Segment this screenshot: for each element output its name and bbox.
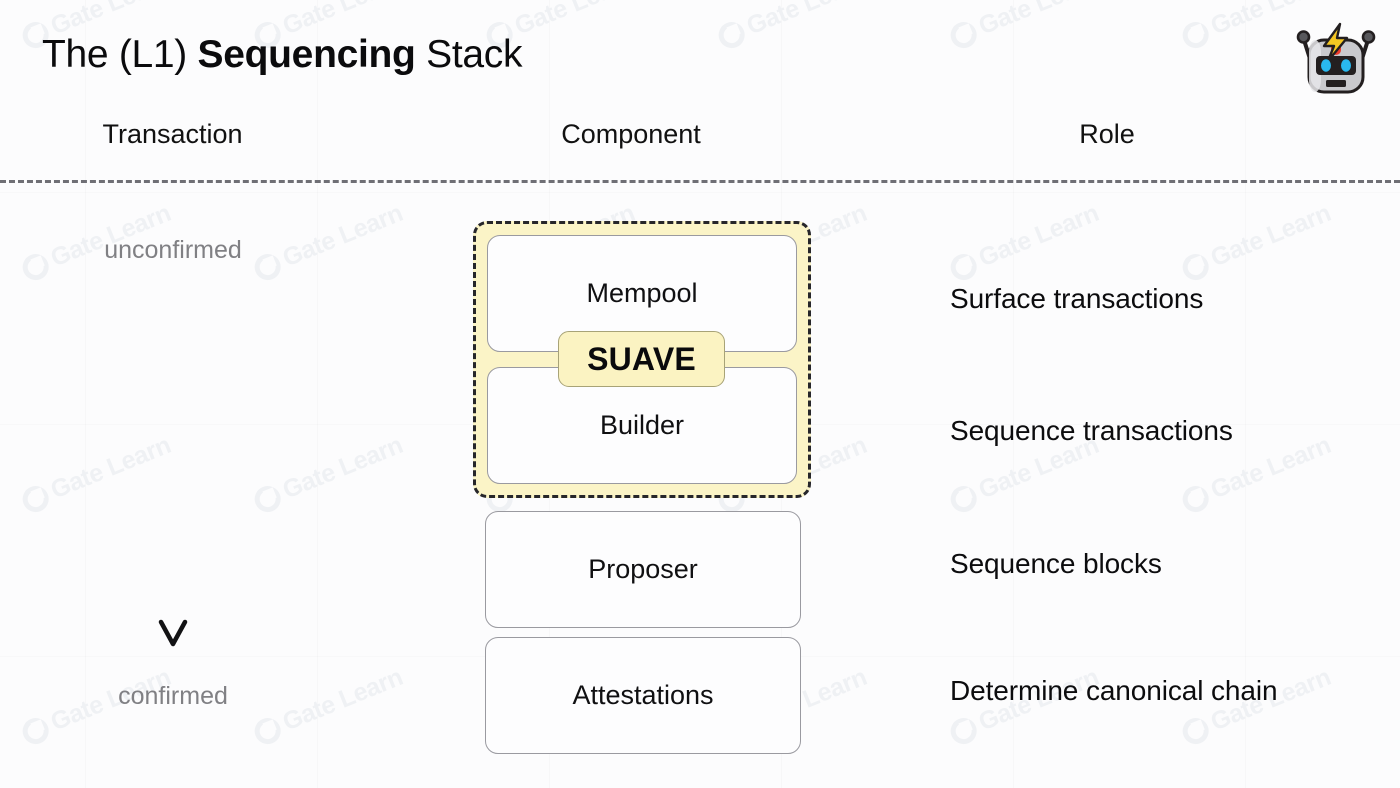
axis-label-unconfirmed: unconfirmed [104, 236, 242, 264]
title-emphasis: Sequencing [197, 33, 416, 76]
role-determine-canonical-chain: Determine canonical chain [950, 675, 1278, 706]
component-label: Attestations [572, 680, 714, 710]
page-title: The (L1) Sequencing Stack [42, 33, 522, 78]
component-box-attestations[interactable]: Attestations [485, 637, 801, 754]
role-sequence-transactions: Sequence transactions [950, 415, 1233, 446]
title-prefix: The (L1) [42, 33, 198, 76]
component-label: Mempool [586, 278, 698, 308]
title-suffix: Stack [415, 33, 523, 76]
component-box-proposer[interactable]: Proposer [485, 511, 801, 628]
column-header-transaction: Transaction [102, 119, 243, 149]
component-label: Proposer [588, 554, 698, 584]
column-header-role: Role [1079, 119, 1135, 149]
role-sequence-blocks: Sequence blocks [950, 548, 1162, 579]
robot-lightning-icon [1294, 18, 1378, 102]
component-label: Builder [599, 410, 685, 440]
header-divider [0, 180, 1400, 183]
suave-badge[interactable]: SUAVE [558, 331, 725, 387]
axis-label-confirmed: confirmed [118, 682, 228, 710]
confirmation-arrow-icon [148, 278, 198, 658]
role-surface-transactions: Surface transactions [950, 283, 1204, 314]
column-header-component: Component [561, 119, 701, 149]
